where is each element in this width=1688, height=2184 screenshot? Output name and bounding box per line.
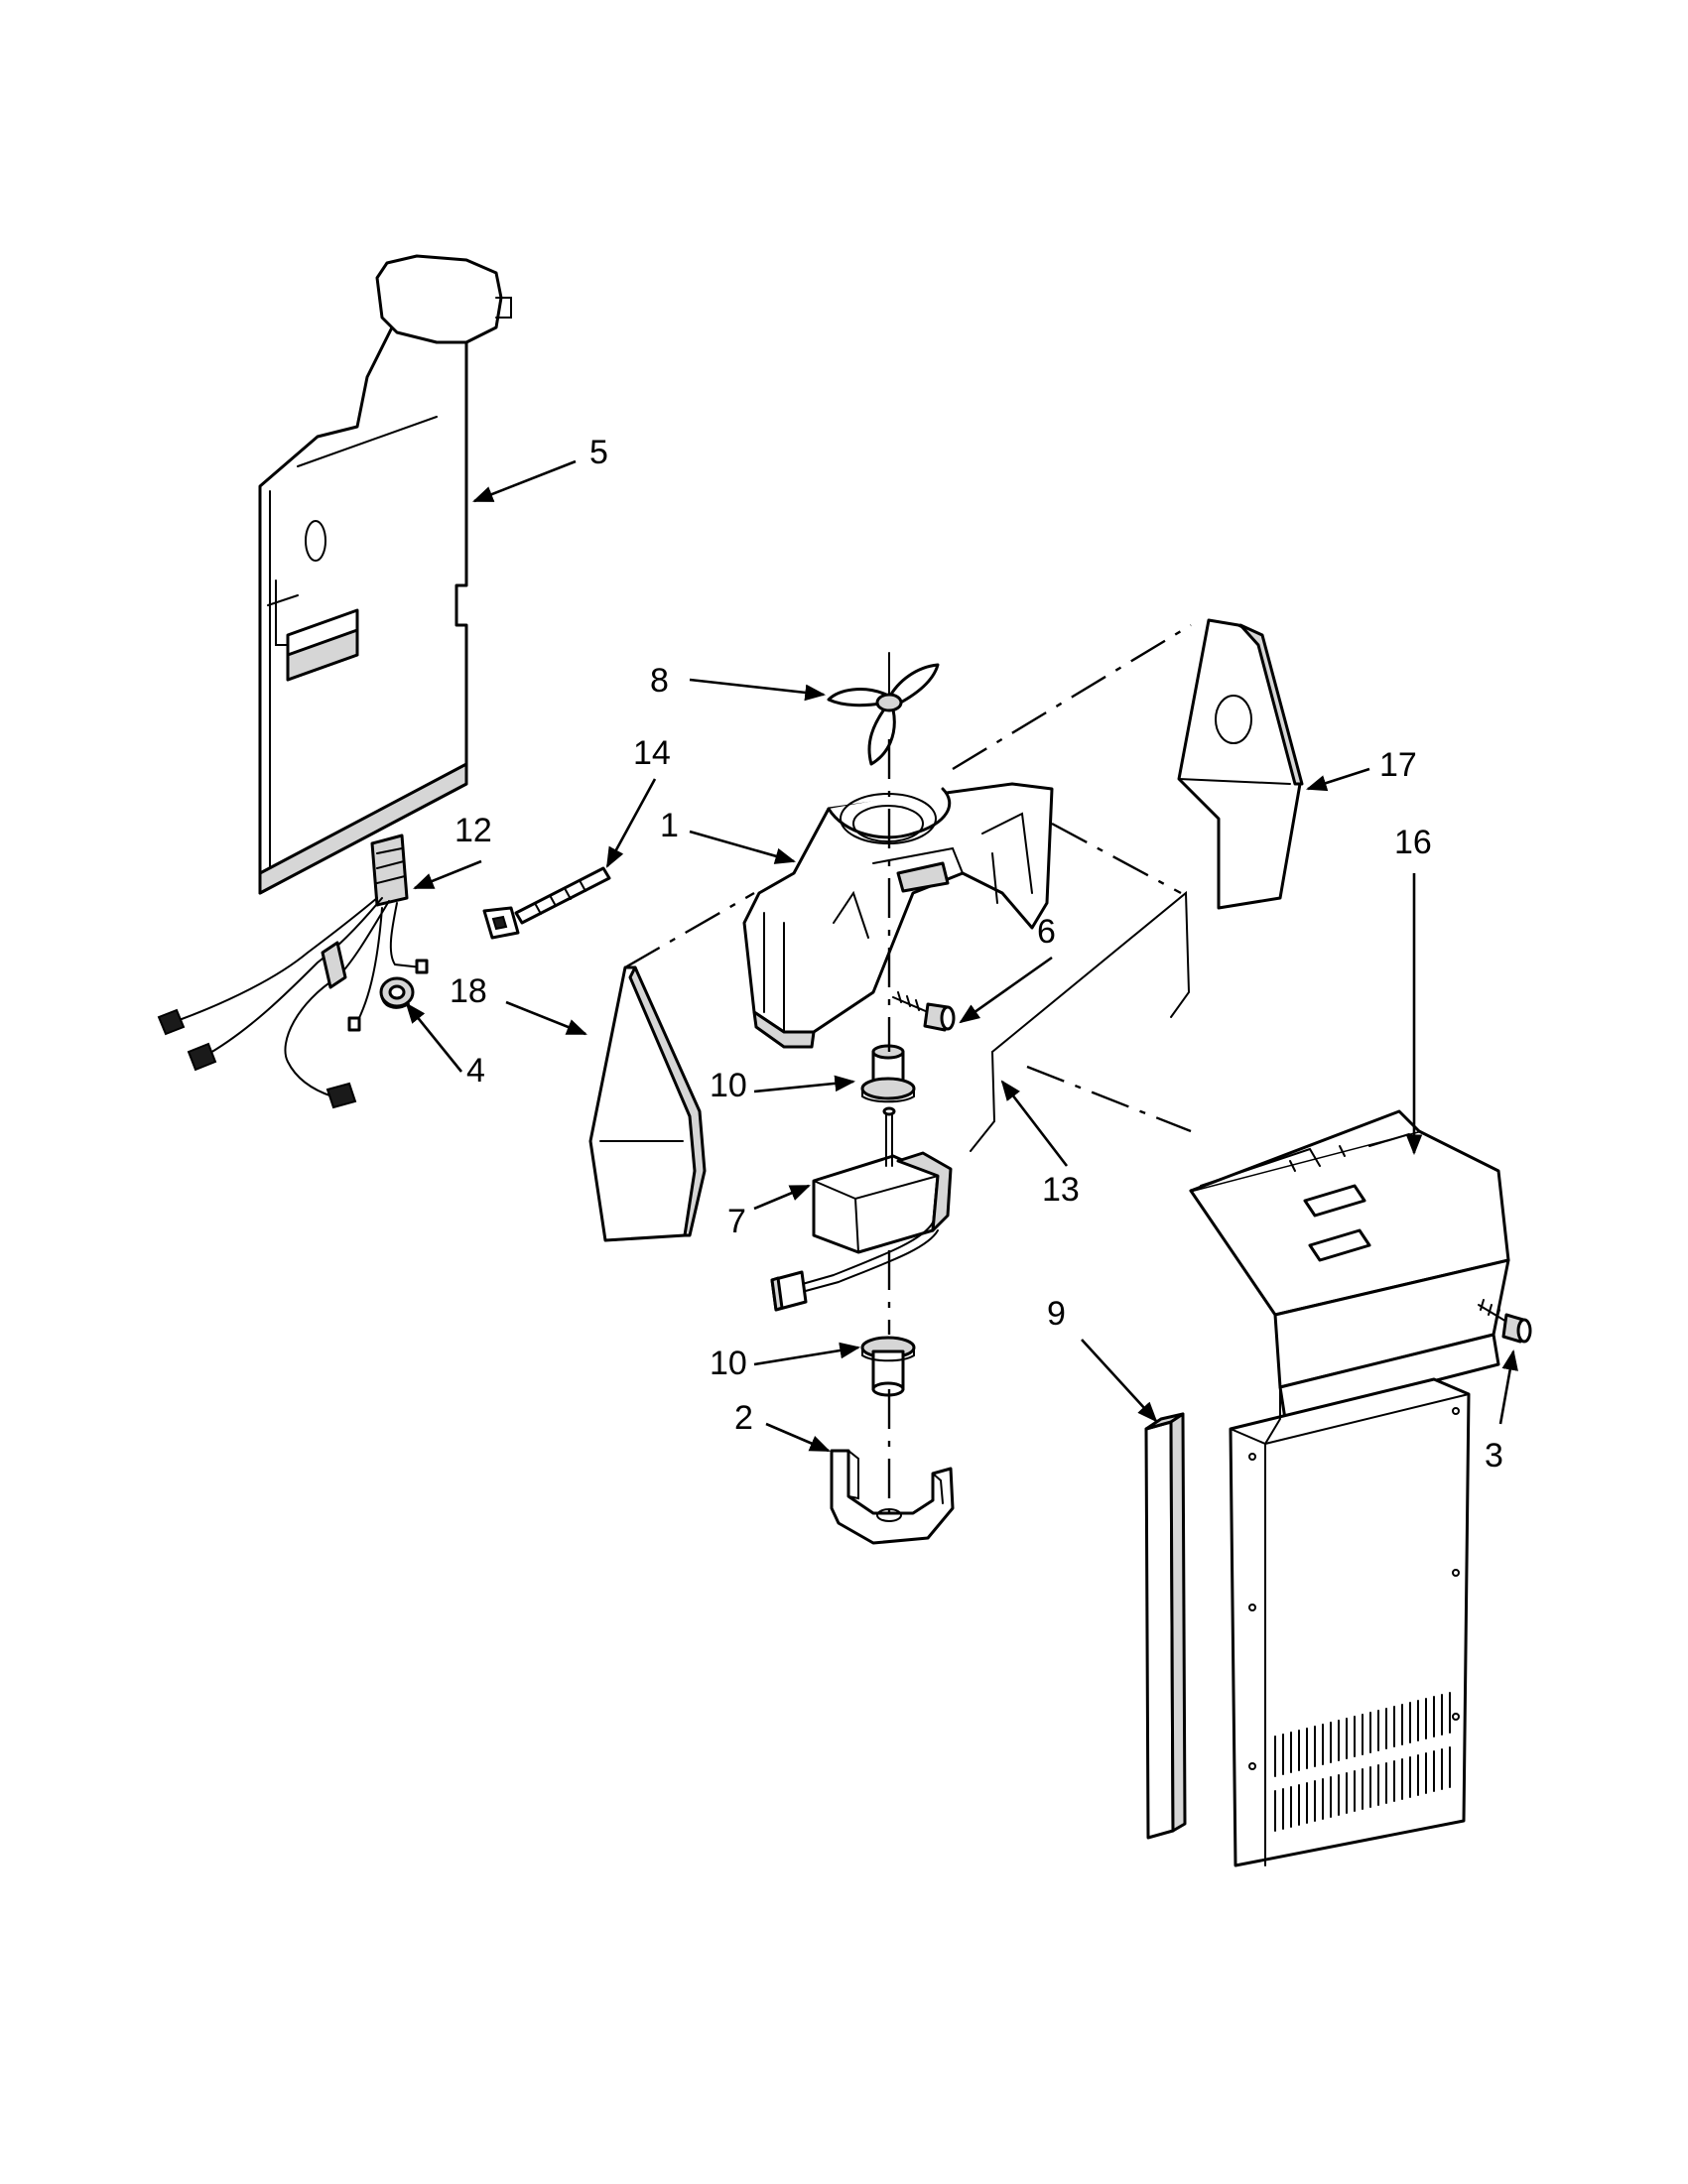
part-6-screw (892, 991, 956, 1032)
part-10-lower-grommet (860, 1336, 916, 1397)
assembly-centerlines (624, 623, 1192, 1513)
callout-9: 9 (1047, 1295, 1066, 1333)
callout-17: 17 (1379, 746, 1417, 784)
part-13-wire-bracket (970, 890, 1191, 1152)
part-16-access-cover (1189, 1109, 1510, 1867)
part-10-upper-grommet (860, 1044, 916, 1103)
part-1-fan-housing (742, 782, 1054, 1049)
vent-slots (1274, 1692, 1451, 1832)
callout-7: 7 (727, 1203, 746, 1240)
callout-18: 18 (450, 972, 487, 1010)
part-4-grommet (379, 976, 415, 1009)
part-17-right-seal (1177, 618, 1304, 910)
part-3-screw (1478, 1299, 1532, 1344)
callout-16: 16 (1394, 824, 1432, 861)
callout-labels: 5 8 14 12 1 6 18 4 10 13 7 10 2 17 16 9 … (450, 434, 1503, 1475)
part-8-fan-blade (827, 652, 940, 766)
callout-5: 5 (589, 434, 608, 471)
part-9-foam-strip (1144, 1412, 1187, 1840)
part-2-motor-bracket (830, 1449, 955, 1545)
callout-6: 6 (1037, 913, 1056, 951)
callout-2: 2 (734, 1399, 753, 1437)
callout-12: 12 (454, 812, 492, 849)
part-5-air-duct (258, 254, 512, 895)
callout-10-upper: 10 (710, 1067, 747, 1104)
callout-8: 8 (650, 662, 669, 700)
part-12-wire-harness (157, 834, 429, 1109)
callout-1: 1 (660, 807, 679, 844)
callout-14: 14 (633, 734, 671, 772)
callout-10-lower: 10 (710, 1345, 747, 1382)
part-14-cable-tie (482, 866, 611, 940)
part-18-left-seal (588, 965, 707, 1242)
callout-13: 13 (1042, 1171, 1080, 1209)
callout-3: 3 (1485, 1437, 1503, 1475)
part-7-fan-motor (770, 1106, 953, 1312)
callout-4: 4 (466, 1052, 485, 1090)
leader-lines (405, 459, 1518, 1453)
